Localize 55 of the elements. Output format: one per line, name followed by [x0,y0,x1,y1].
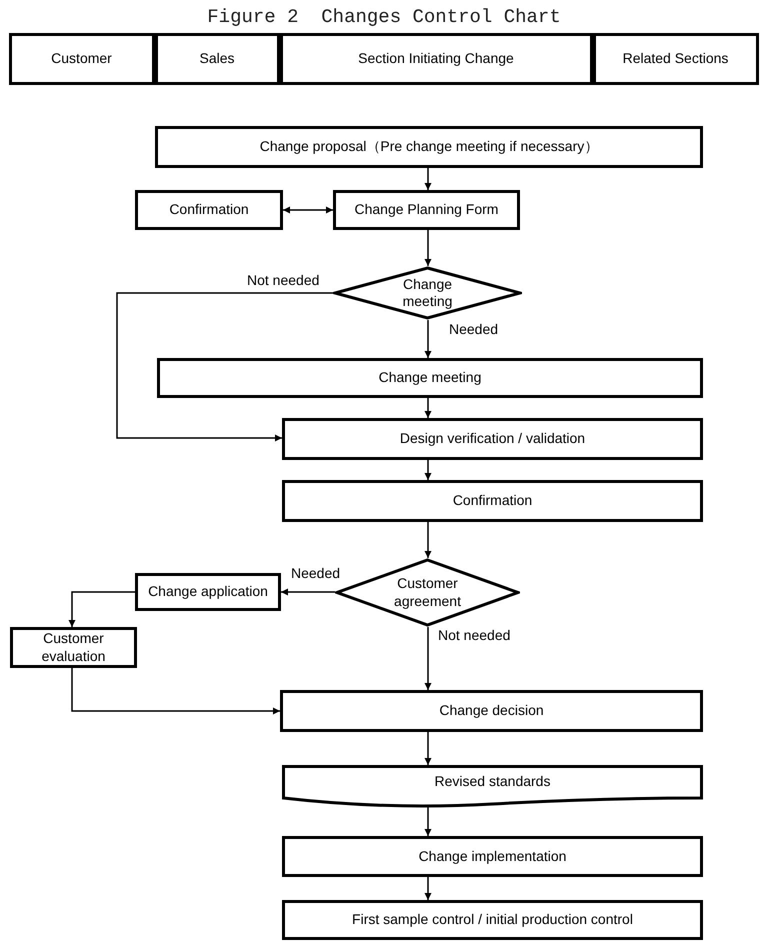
node-label: Change decision [438,702,545,720]
flow-arrow [71,668,280,714]
flow-arrow [424,522,432,558]
edge-label: Not needed [246,273,320,287]
node-label: Sales [198,50,236,68]
flow-arrow [424,877,432,900]
node-label: Design verification / validation [398,430,586,448]
process-box [135,190,283,230]
node-label: Related Sections [622,50,730,68]
process-box [282,836,703,877]
flow-arrow [424,398,432,418]
node-label: Section Initiating Change [357,50,515,68]
flow-arrow [424,230,432,266]
node-label: Change proposal（Pre change meeting if necessary） [258,138,600,156]
edge-label: Needed [290,566,342,580]
process-box [157,358,703,398]
flow-arrow [424,806,432,836]
node-label: Customer [50,50,113,68]
process-box [280,690,703,732]
flow-arrow [68,591,135,627]
lane-header-cell [280,33,592,85]
node-label: Change implementation [418,848,568,866]
flow-arrow [116,292,333,442]
process-box [282,900,703,940]
lane-header-cell [154,33,280,85]
process-box [135,573,281,611]
node-label: Change application [147,583,269,601]
decision-diamond [333,266,522,320]
flow-arrow [424,320,432,358]
node-label: Confirmation [168,201,250,219]
diagram-title: Figure 2 Changes Control Chart [206,5,562,30]
edge-label: Not needed [437,628,512,642]
node-label: Customer agreement [393,575,462,610]
node-label: Change Planning Form [354,201,500,219]
lane-header-cell [8,33,154,85]
process-box [282,480,703,522]
flow-arrow [424,168,432,190]
process-box [333,190,520,230]
flow-arrow [424,627,432,690]
flow-arrow [424,460,432,480]
document-shape [282,765,703,810]
node-label: Customer evaluation [40,630,106,665]
lane-header-cell [592,33,758,85]
flow-arrow [283,206,333,214]
flow-arrow [424,732,432,765]
process-box [282,418,703,460]
flow-arrow [281,588,335,596]
process-box [155,126,703,168]
node-label: Confirmation [452,492,534,510]
edge-label: Needed [448,322,500,336]
node-label: First sample control / initial production control [351,911,634,929]
node-label: Change meeting [378,369,482,387]
node-label: Change meeting [402,276,454,310]
node-label: Revised standards [434,773,552,790]
process-box [10,627,137,668]
